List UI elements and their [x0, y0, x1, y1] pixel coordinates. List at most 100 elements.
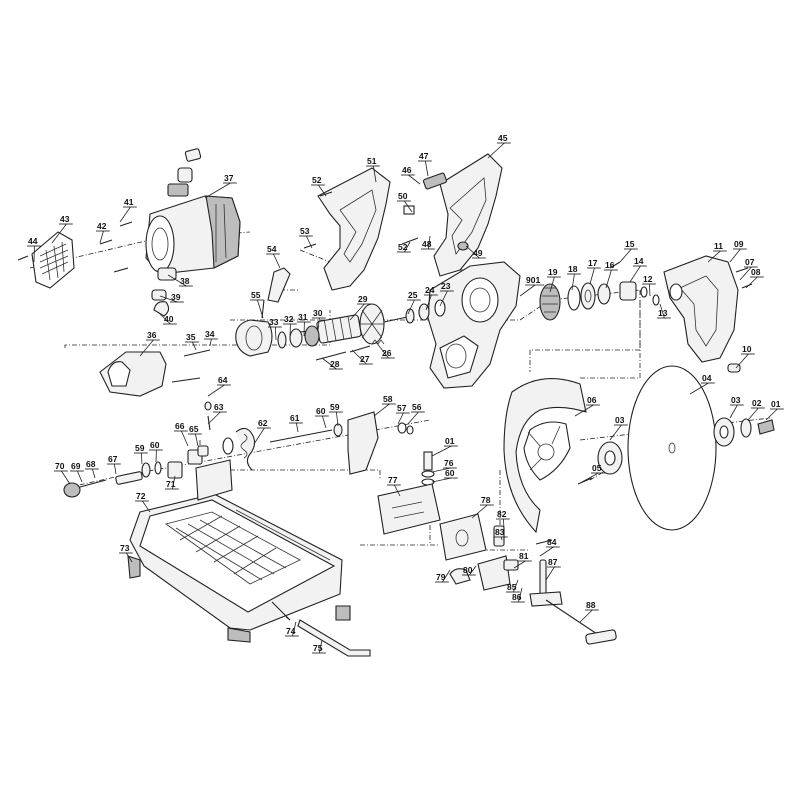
- leader-line: [739, 266, 752, 281]
- leader-line: [431, 477, 452, 483]
- callout-07: 07: [739, 257, 758, 281]
- leader-line: [306, 235, 313, 249]
- hex-key: [297, 619, 371, 657]
- part-number-label: 54: [267, 244, 277, 254]
- part-number-label: 31: [298, 312, 308, 322]
- leader-line: [397, 412, 404, 425]
- leader-line: [549, 276, 555, 293]
- part-number-label: 16: [605, 260, 615, 270]
- part-number-label: 51: [367, 156, 377, 166]
- callout-30: 30: [312, 308, 326, 331]
- part-number-label: 55: [251, 290, 261, 300]
- callout-73: 73: [119, 543, 133, 563]
- inner-flange: [577, 441, 623, 485]
- gear-train: [539, 261, 660, 321]
- leader-line: [207, 384, 225, 397]
- part-number-label: 43: [60, 214, 70, 224]
- part-number-label: 73: [120, 543, 130, 553]
- callout-26: 26: [375, 341, 395, 359]
- part-number-label: 50: [398, 191, 408, 201]
- base-plate: [127, 459, 351, 643]
- leader-line: [318, 184, 327, 197]
- leader-line: [77, 470, 83, 483]
- leader-line: [139, 339, 154, 357]
- leader-line: [605, 269, 612, 289]
- callout-61: 61: [289, 413, 303, 433]
- part-number-label: 18: [568, 264, 578, 274]
- callout-04: 04: [689, 373, 715, 395]
- part-number-label: 84: [547, 537, 557, 547]
- callout-46: 46: [401, 165, 421, 185]
- part-number-label: 78: [481, 495, 491, 505]
- part-number-label: 58: [383, 394, 393, 404]
- leader-line: [609, 424, 622, 441]
- callout-53: 53: [299, 226, 313, 249]
- part-number-label: 15: [625, 239, 635, 249]
- callout-56: 56: [407, 402, 425, 425]
- callout-63: 63: [207, 402, 227, 425]
- outer-flange: [713, 417, 775, 447]
- leader-line: [322, 415, 327, 429]
- leader-line: [253, 427, 265, 445]
- callout-81: 81: [513, 551, 532, 569]
- part-number-label: 80: [463, 565, 473, 575]
- leader-line: [321, 357, 337, 370]
- part-number-label: 03: [731, 395, 741, 405]
- part-number-label: 01: [445, 436, 455, 446]
- callout-87: 87: [545, 557, 561, 581]
- callout-83: 83: [494, 527, 508, 541]
- leader-line: [317, 317, 320, 331]
- callout-65: 65: [188, 424, 202, 447]
- part-number-label: 02: [752, 398, 762, 408]
- part-number-label: 86: [512, 592, 522, 602]
- leader-line: [126, 552, 133, 563]
- leader-line: [574, 404, 594, 417]
- callout-42: 42: [96, 221, 110, 244]
- part-number-label: 13: [658, 308, 668, 318]
- leader-line: [501, 536, 503, 541]
- leader-line: [61, 470, 71, 485]
- part-number-label: 26: [382, 348, 392, 358]
- part-number-label: 45: [498, 133, 508, 143]
- callout-49: 49: [465, 245, 486, 259]
- leader-line: [275, 326, 277, 341]
- callout-16: 16: [604, 260, 618, 289]
- callout-29: 29: [349, 294, 371, 321]
- callout-67: 67: [107, 454, 121, 475]
- leader-line: [471, 504, 488, 519]
- callout-24: 24: [424, 285, 438, 311]
- part-number-label: 60: [150, 440, 160, 450]
- leader-line: [431, 445, 452, 457]
- leader-line: [273, 253, 281, 269]
- part-number-label: 49: [473, 248, 483, 258]
- part-number-label: 72: [136, 491, 146, 501]
- leader-line: [119, 206, 131, 223]
- callout-71: 71: [165, 475, 179, 490]
- callout-03: 03: [729, 395, 744, 419]
- part-number-label: 38: [180, 276, 190, 286]
- leader-line: [649, 283, 651, 297]
- callout-11: 11: [707, 241, 727, 263]
- leader-line: [589, 267, 595, 285]
- callout-09: 09: [729, 239, 747, 263]
- part-number-label: 25: [408, 290, 418, 300]
- part-number-label: 71: [166, 479, 176, 489]
- callout-60: 60: [315, 406, 329, 429]
- leader-line: [425, 294, 432, 311]
- leader-line: [195, 433, 199, 447]
- leader-line: [729, 404, 738, 419]
- callout-82: 82: [496, 509, 510, 529]
- part-number-label: 67: [108, 454, 118, 464]
- leader-line: [431, 467, 451, 473]
- part-number-label: 76: [444, 458, 454, 468]
- handle-half-right: [303, 153, 503, 277]
- part-number-label: 88: [586, 600, 596, 610]
- callout-59: 59: [134, 443, 148, 465]
- pivot-spring-assembly: [187, 401, 414, 475]
- leader-line: [192, 341, 197, 351]
- callout-54: 54: [266, 244, 281, 269]
- callout-64: 64: [207, 375, 231, 397]
- part-number-label: 52: [398, 242, 408, 252]
- callout-35: 35: [185, 332, 199, 351]
